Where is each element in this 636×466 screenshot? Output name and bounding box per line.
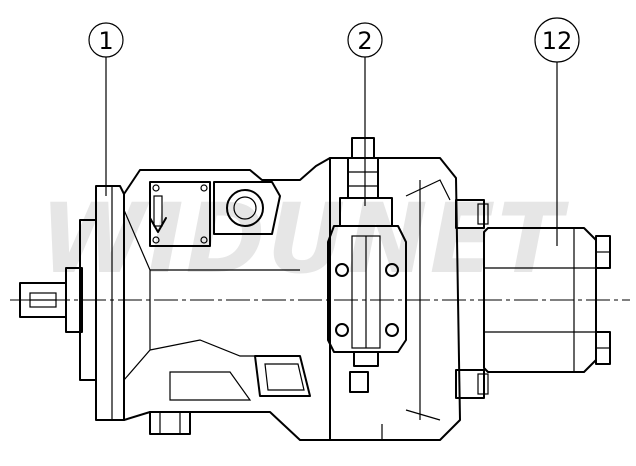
- adapter-bolts: [455, 199, 489, 399]
- control-valve: [327, 137, 407, 367]
- gear-pump: [483, 227, 611, 373]
- callout-12-label: 12: [542, 27, 573, 55]
- callout-2-label: 2: [357, 27, 372, 55]
- drive-shaft: [19, 267, 83, 333]
- callout-12: 12: [534, 17, 580, 246]
- flow-arrow-icon: [149, 217, 167, 233]
- port-boss: [213, 181, 281, 235]
- end-cap-housing: [329, 157, 461, 441]
- callout-1: 1: [88, 22, 124, 196]
- callout-2: 2: [347, 22, 383, 206]
- callout-1-label: 1: [98, 27, 113, 55]
- port-cover-plate: [149, 181, 211, 247]
- watermark: WIDUNET: [40, 183, 569, 295]
